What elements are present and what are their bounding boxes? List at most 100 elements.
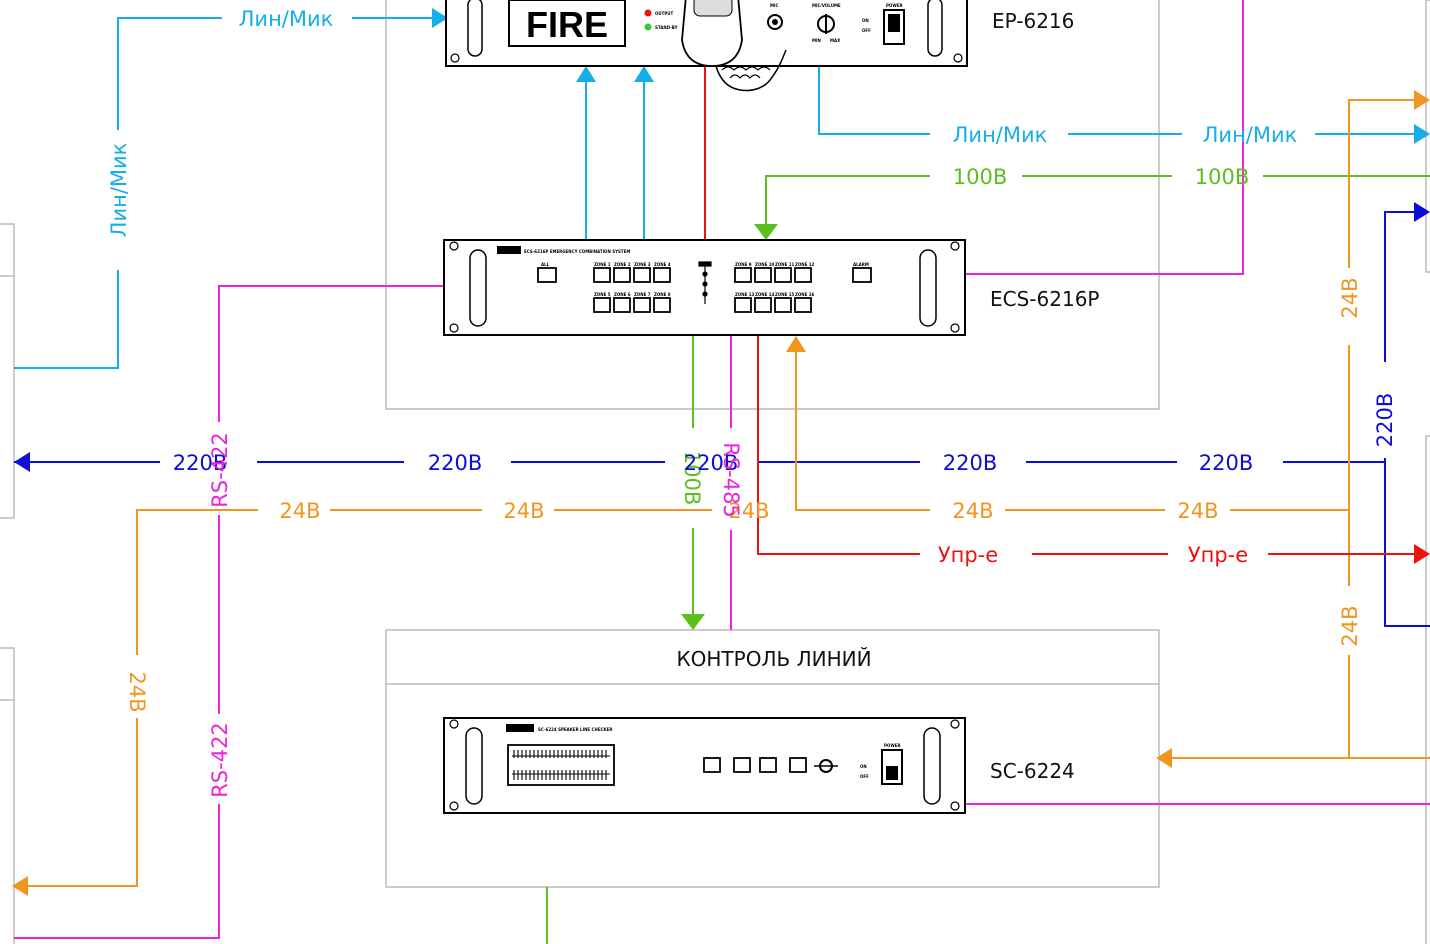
arrow-24v-ecs: [786, 336, 806, 352]
device-ecs-6216p: ECS-6216P EMERGENCY COMBINATION SYSTEM A…: [443, 239, 966, 336]
svg-text:MIC/VOLUME: MIC/VOLUME: [812, 3, 841, 8]
fire-label: FIRE: [526, 4, 608, 45]
arrow-control-right: [1414, 544, 1430, 564]
zone-button: [754, 267, 772, 283]
arrow-24v-left: [12, 876, 28, 896]
arrow-100v-sc: [681, 614, 705, 630]
label-control-2: Упр-е: [1188, 543, 1248, 567]
left-frame-c: [0, 647, 15, 701]
label-220v-1: 220В: [173, 451, 228, 475]
label-rs422-2: RS-422: [208, 722, 232, 798]
arrow-24v-topright: [1414, 90, 1430, 110]
zone-button: [593, 267, 611, 283]
zone-button: [613, 297, 631, 313]
arrow-220v-right: [1414, 202, 1430, 222]
zone-label: ZONE 4: [654, 262, 671, 267]
zone-label: ZONE 5: [594, 292, 611, 297]
zone-label: ZONE 14: [755, 292, 775, 297]
svg-text:ALL: ALL: [541, 262, 550, 267]
all-button: [537, 267, 557, 283]
line-mic-wires: [14, 17, 1420, 369]
100v-wires: [546, 175, 1430, 944]
line-check-leds: [512, 750, 610, 780]
device-ep-6216: FIRE OUTPUT STAND-BY MIC MIC/VOLUME MIN …: [445, 0, 968, 92]
label-24v-1: 24В: [279, 499, 320, 523]
svg-text:POWER: POWER: [886, 3, 903, 8]
zone-label: ZONE 1: [594, 262, 611, 267]
alarm-button: [852, 267, 872, 283]
svg-text:OFF: OFF: [862, 28, 871, 33]
arrow-linemic-ep: [432, 8, 448, 28]
label-220v-6: 220В: [1373, 393, 1397, 448]
label-220v-3: 220В: [684, 451, 739, 475]
device-sc-6224: SC-6224 SPEAKER LINE CHECKER POWER ON OF…: [443, 717, 966, 814]
model-sc-6224: SC-6224: [990, 759, 1075, 783]
control-wires: [704, 66, 1420, 555]
arrow-220v-left: [14, 452, 30, 472]
wire-labels: Лин/Мик Лин/Мик Лин/Мик Лин/Мик 100В 100…: [107, 7, 1397, 798]
zone-button: [754, 297, 772, 313]
zone-button: [774, 297, 792, 313]
left-frame-b: [0, 276, 15, 519]
zone-label: ZONE 9: [735, 262, 752, 267]
rs-wires: [14, 0, 1430, 939]
zone-button: [633, 297, 651, 313]
label-rs422-1: RS-422: [208, 432, 232, 508]
zone-button: [633, 267, 651, 283]
arrow-linemic-right: [1414, 124, 1430, 144]
svg-text:OUTPUT: OUTPUT: [655, 11, 674, 16]
center-indicator: [698, 261, 712, 304]
right-frame-b: [1425, 435, 1430, 944]
fire-indicator: [508, 0, 626, 47]
svg-text:SC-6224 SPEAKER LINE CHECKER: SC-6224 SPEAKER LINE CHECKER: [538, 727, 612, 732]
svg-text:STAND-BY: STAND-BY: [655, 25, 678, 30]
zone-label: ZONE 10: [755, 262, 775, 267]
standby-led: [644, 23, 652, 31]
model-ep-6216: EP-6216: [992, 9, 1074, 33]
label-24v-3: 24В: [728, 499, 769, 523]
label-24v-2: 24В: [503, 499, 544, 523]
svg-text:OFF: OFF: [860, 774, 869, 779]
zone-button: [613, 267, 631, 283]
svg-text:POWER: POWER: [884, 743, 901, 748]
label-24v-4: 24В: [952, 499, 993, 523]
arrow-linemic-up1: [576, 66, 596, 82]
label-220v-5: 220В: [1199, 451, 1254, 475]
svg-text:MAX: MAX: [830, 38, 840, 43]
label-control-1: Упр-е: [938, 543, 998, 567]
24v-wires: [22, 99, 1430, 887]
zone-button: [593, 297, 611, 313]
zone-label: ZONE 16: [795, 292, 815, 297]
arrowheads: [12, 8, 1430, 896]
zone-button: [794, 267, 812, 283]
label-100v-3: 100В: [680, 451, 704, 506]
svg-text:ON: ON: [862, 18, 869, 23]
label-220v-2: 220В: [428, 451, 483, 475]
label-100v-2: 100В: [1195, 165, 1250, 189]
zone-label: ZONE 8: [654, 292, 671, 297]
label-linemic-2: Лин/Мик: [107, 143, 131, 238]
zone-label: ZONE 2: [614, 262, 631, 267]
top-group-frame: [385, 0, 1160, 410]
section-title-line-control: КОНТРОЛЬ ЛИНИЙ: [676, 647, 871, 671]
label-24v-6: 24В: [1338, 277, 1362, 318]
zone-label: ZONE 12: [795, 262, 815, 267]
label-linemic-4: Лин/Мик: [1203, 123, 1298, 147]
mic-cord-icon: [715, 49, 787, 92]
label-24v-8: 24В: [125, 671, 149, 712]
arrow-100v-ecs: [754, 224, 778, 240]
label-linemic-1: Лин/Мик: [239, 7, 334, 31]
zone-button: [653, 297, 671, 313]
left-frame-a: [0, 223, 15, 277]
zone-label: ZONE 15: [775, 292, 795, 297]
zone-button: [734, 267, 752, 283]
arrow-24v-sc: [1156, 748, 1172, 768]
zone-label: ZONE 6: [614, 292, 631, 297]
svg-text:ON: ON: [860, 764, 867, 769]
model-ecs-6216p: ECS-6216P: [990, 287, 1099, 311]
svg-text:ECS-6216P EMERGENCY COMBINATIO: ECS-6216P EMERGENCY COMBINATION SYSTEM: [524, 249, 630, 254]
svg-text:MIC: MIC: [770, 3, 778, 8]
zone-label: ZONE 13: [735, 292, 755, 297]
